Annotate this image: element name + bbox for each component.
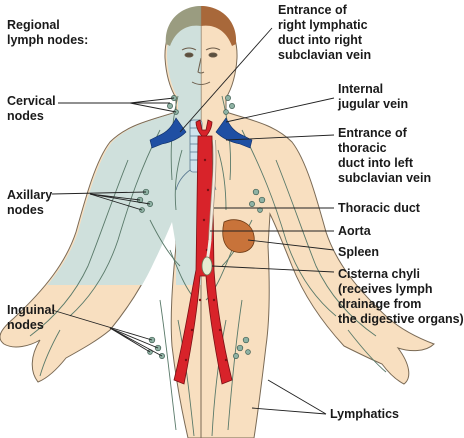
lymphatic-vessels bbox=[29, 95, 387, 437]
label-thoracic-duct: Thoracic duct bbox=[338, 201, 420, 215]
leader-lines bbox=[51, 27, 335, 415]
veins bbox=[149, 117, 253, 149]
hair-left bbox=[201, 6, 237, 46]
hair bbox=[165, 6, 201, 46]
right-drainage-region bbox=[0, 11, 202, 438]
label-aorta: Aorta bbox=[338, 224, 371, 238]
spleen bbox=[222, 219, 255, 253]
label-spleen: Spleen bbox=[338, 245, 379, 259]
label-cisterna-chyli: Cisterna chyli(receives lymph drainage f… bbox=[338, 267, 464, 326]
cisterna-chyli bbox=[201, 256, 213, 276]
thoracic-duct bbox=[205, 139, 217, 263]
left-drainage-region bbox=[201, 11, 435, 438]
aorta bbox=[173, 119, 233, 385]
label-lymphatics: Lymphatics bbox=[330, 407, 400, 421]
